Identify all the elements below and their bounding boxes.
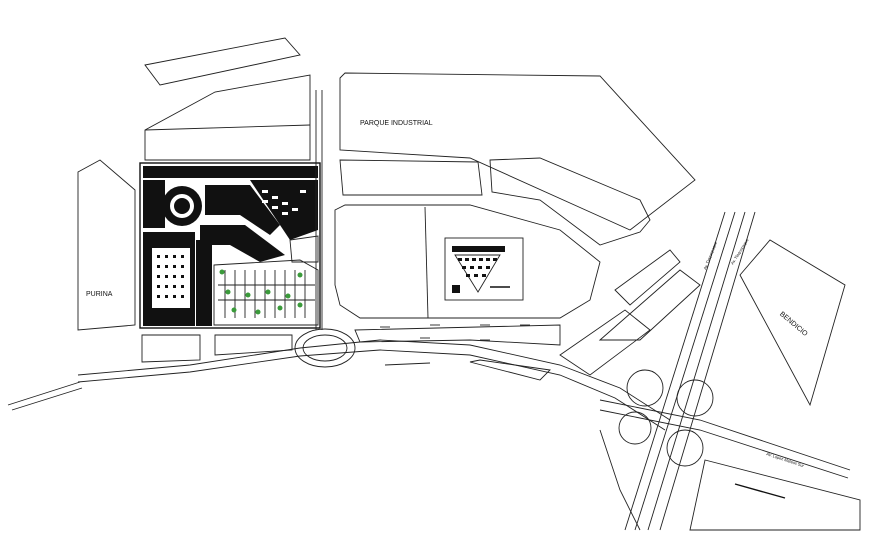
main-site-complex (139, 162, 321, 329)
label-parque-industrial: PARQUE INDUSTRIAL (360, 120, 433, 127)
main-highway (77, 339, 671, 421)
parcel-bendicio (739, 239, 846, 407)
label-purina: PURINA (86, 291, 113, 298)
parcel-upper-site (144, 74, 311, 161)
label-bendicio: BENDICIO (778, 311, 809, 338)
inset-building-plan (444, 237, 524, 301)
parcel-central (334, 204, 601, 319)
parcel-strip-b (489, 157, 651, 246)
parcel-purina (77, 159, 136, 331)
label-street-1: Av. Tlaquepaque (702, 240, 718, 270)
interchange (599, 211, 851, 531)
tree-cluster (219, 269, 303, 315)
roundabout (302, 334, 348, 362)
parcel-bottom-right (689, 459, 861, 531)
label-av-lopez: AV. Lopez Mateos Sur (766, 451, 806, 468)
parcel-top-left (144, 37, 301, 86)
parcel-strip-a (339, 159, 483, 196)
parcel-parque-industrial (339, 72, 696, 231)
